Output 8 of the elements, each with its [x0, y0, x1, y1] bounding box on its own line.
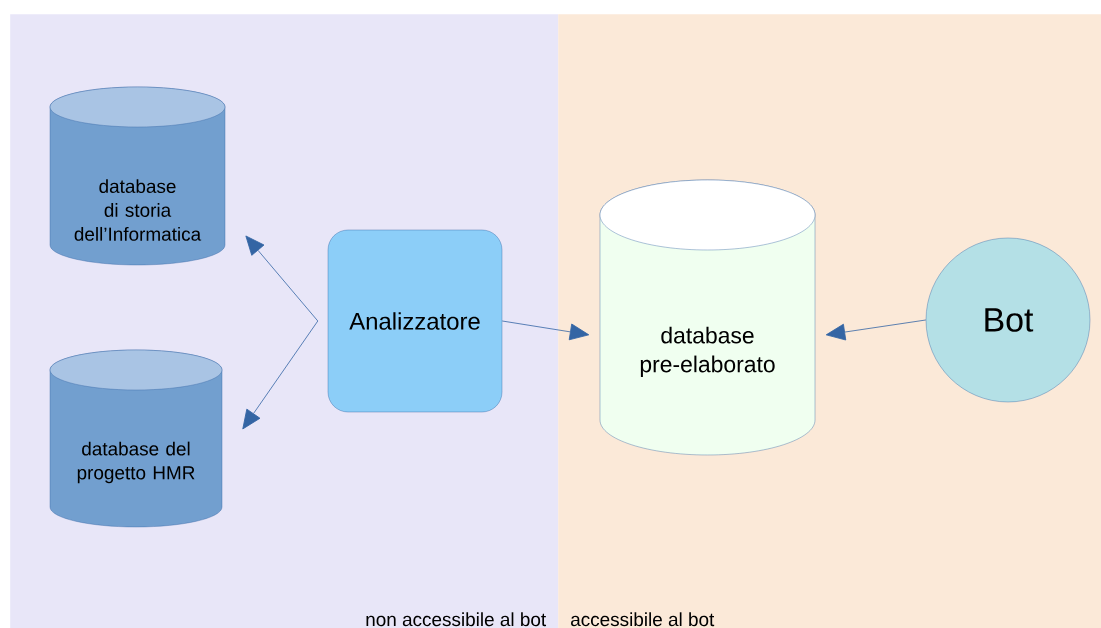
- arrow: [825, 319, 927, 341]
- arrow: [242, 320, 319, 430]
- database-cylinder: database di storia dell’Informatica: [49, 86, 226, 266]
- arrow: [245, 235, 319, 322]
- database-cylinder: database pre-elaborato: [599, 179, 816, 456]
- database-cylinder: database del progetto HMR: [49, 349, 223, 528]
- arrow: [501, 320, 590, 341]
- process-box: Analizzatore: [327, 229, 503, 413]
